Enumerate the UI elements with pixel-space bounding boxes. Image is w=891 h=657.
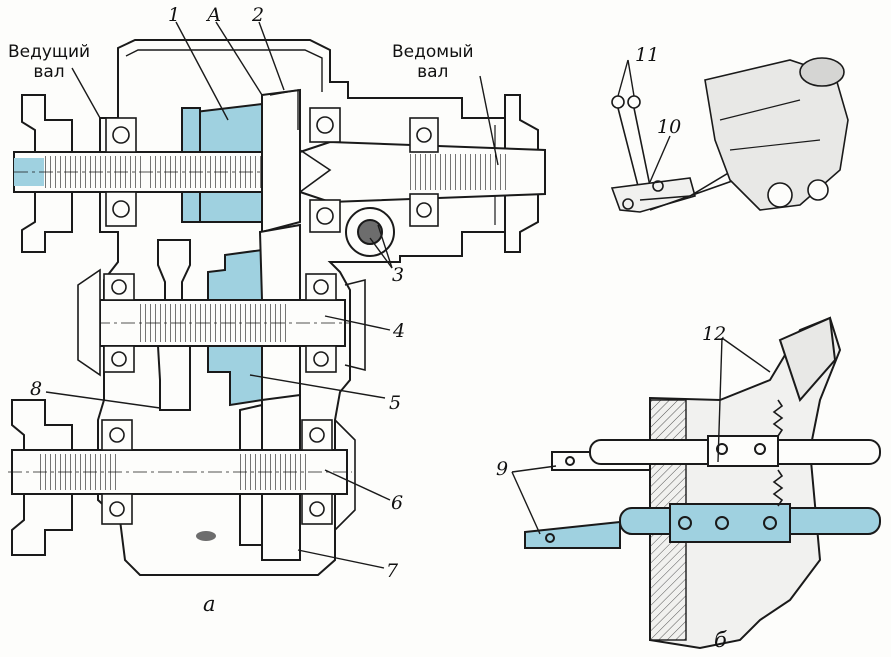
label-2: 2 (252, 4, 265, 26)
control-lever (617, 107, 651, 187)
gear-middle-left (157, 239, 191, 301)
shift-rod-blue (524, 520, 621, 549)
leader-lines (45, 21, 771, 569)
label-1: 1 (168, 4, 181, 26)
gear-5 (207, 248, 263, 301)
label-12: 12 (702, 323, 727, 345)
label-3: 3 (392, 264, 405, 286)
label-6: 6 (391, 492, 404, 514)
subfigure-a-label: а (203, 592, 216, 616)
label-5: 5 (389, 392, 402, 414)
label-7: 7 (386, 560, 399, 582)
shift-mechanism (524, 316, 881, 650)
label-10: 10 (657, 116, 682, 138)
linkage-sketch (610, 57, 849, 213)
bearings-top (105, 107, 439, 233)
subfigure-b-label: б (714, 628, 727, 652)
output-shaft-caption: Ведомый вал (392, 42, 474, 82)
label-A: А (207, 4, 222, 26)
gearbox-section (8, 39, 546, 576)
label-8: 8 (30, 378, 43, 400)
input-shaft-caption: Ведущий вал (8, 42, 91, 82)
label-11: 11 (635, 44, 660, 66)
label-9: 9 (496, 458, 509, 480)
label-4: 4 (393, 320, 406, 342)
